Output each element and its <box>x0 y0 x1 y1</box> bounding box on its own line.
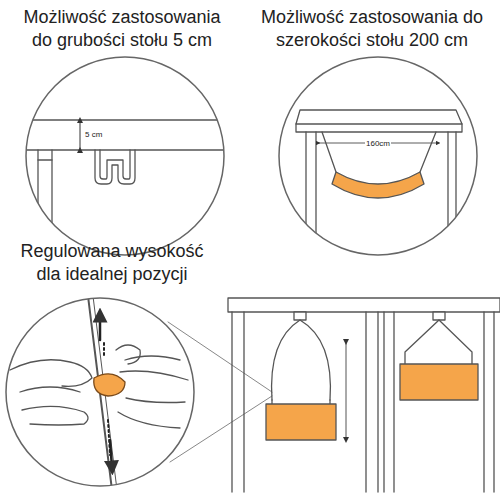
heading: Możliwość zastosowania do grubości stołu… <box>16 6 228 52</box>
dimension-label: 5 cm <box>84 130 103 139</box>
heading: Regulowana wysokość dla idealnej pozycji <box>10 240 215 286</box>
heading: Możliwość zastosowania do szerokości sto… <box>247 6 497 52</box>
dimension-label: 160cm <box>365 139 391 148</box>
